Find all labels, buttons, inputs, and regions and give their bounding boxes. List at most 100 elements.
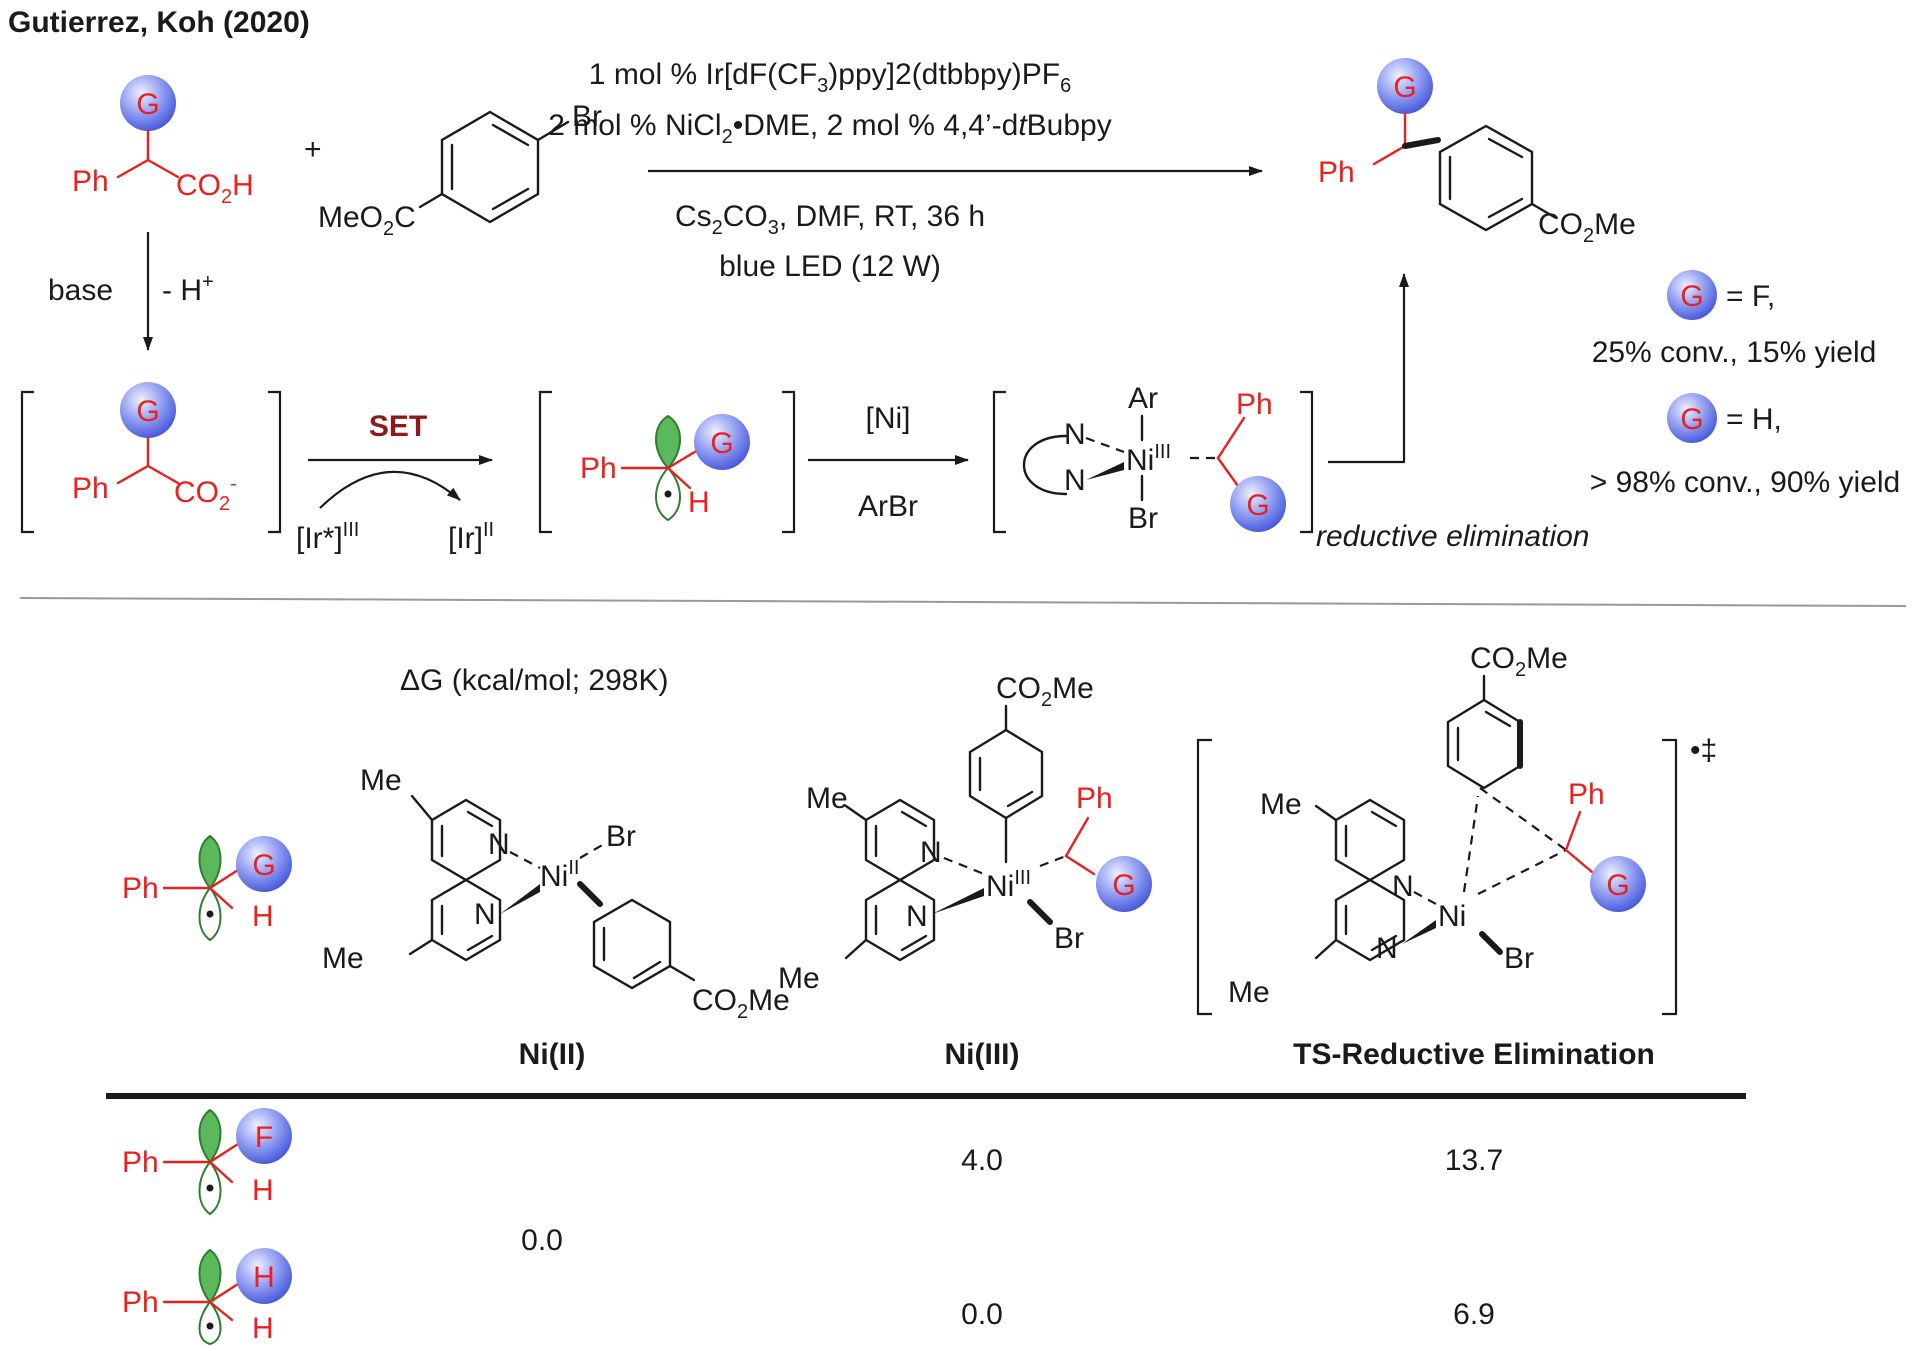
ts-label: TS-Reductive Elimination	[1293, 1038, 1655, 1071]
entry-f-eq: = F,	[1726, 280, 1775, 313]
ni2-n2: N	[474, 898, 496, 931]
ts-n1: N	[1392, 870, 1414, 903]
result-entry-h: G = H, > 98% conv., 90% yield	[1590, 393, 1900, 499]
condition-line-3: Cs2CO3, DMF, RT, 36 h	[675, 200, 985, 239]
reductive-elimination-label: reductive elimination	[1316, 520, 1589, 553]
table-row: Ph H H 0.0 6.9	[122, 1248, 1495, 1346]
row-ni3-value: 4.0	[961, 1144, 1003, 1177]
ts-ester: CO2Me	[1470, 642, 1568, 681]
ir-cycle-arrow	[319, 470, 461, 509]
ts-n2: N	[1376, 932, 1398, 965]
product-ester: CO2Me	[1538, 208, 1636, 247]
carboxylate-ph: Ph	[72, 472, 109, 505]
radical-h: H	[252, 900, 274, 933]
row-ts-value: 13.7	[1445, 1144, 1503, 1177]
g-label: G	[136, 395, 159, 428]
condition-line-1: 1 mol % Ir[dF(CF3)ppy]2(dtbbpy)PF6	[589, 58, 1071, 97]
row-ph: Ph	[122, 1146, 159, 1179]
ts-dagger: •‡	[1690, 734, 1717, 767]
aryl-ester: MeO2C	[318, 201, 416, 240]
row-substituent: F	[255, 1121, 273, 1154]
condition-line-4: blue LED (12 W)	[719, 250, 941, 283]
ni-label: [Ni]	[866, 402, 911, 435]
section-divider	[19, 597, 1907, 607]
g-label: G	[1112, 869, 1135, 902]
ni3-ph: Ph	[1076, 782, 1113, 815]
g-ball	[1096, 856, 1152, 912]
product-ph: Ph	[1318, 156, 1355, 189]
radical-ph: Ph	[122, 872, 159, 905]
set-label: SET	[369, 410, 427, 443]
table-row: Ph F H 4.0 13.7	[122, 1108, 1503, 1216]
ts-metal: Ni	[1438, 900, 1466, 933]
ni2-me2: Me	[322, 942, 364, 975]
citation: Gutierrez, Koh (2020)	[8, 6, 310, 39]
g-ball	[1667, 393, 1717, 443]
g-ball	[120, 75, 176, 131]
ni3-intermediate: N N NiIII Ar Br Ph G	[992, 382, 1314, 535]
ni3-ph: Ph	[1236, 388, 1273, 421]
aryl-br: Br	[572, 100, 602, 133]
ni3-metal: NiIII	[1126, 441, 1171, 477]
ni2-complex: Me Me N N NiII Br CO2Me Ni(II)	[322, 764, 790, 1071]
aryl-bromide-molecule: Br MeO2C	[318, 100, 602, 240]
ni2-shared-value: 0.0	[521, 1224, 563, 1257]
g-ball	[1667, 270, 1717, 320]
ni3-complex: CO2Me Me Me N N NiIII Ph G Br Ni(III)	[778, 672, 1152, 1071]
g-ball	[236, 1108, 292, 1164]
ni3-me2: Me	[778, 962, 820, 995]
substrate-acid: CO2H	[176, 169, 254, 208]
ni2-label: Ni(II)	[519, 1038, 586, 1071]
base-label: base	[48, 274, 113, 307]
energy-title: ΔG (kcal/mol; 298K)	[400, 664, 668, 697]
deprotonation-label: - H+	[162, 271, 214, 307]
ni3-n1: N	[920, 836, 942, 869]
plus-sign: +	[304, 133, 322, 166]
ni2-br: Br	[606, 820, 636, 853]
entry-h-eq: = H,	[1726, 403, 1782, 436]
g-ball	[1230, 476, 1286, 532]
ts-br: Br	[1504, 942, 1534, 975]
ts-ph: Ph	[1568, 778, 1605, 811]
product-molecule: G Ph CO2Me	[1318, 58, 1636, 247]
radical-h: H	[688, 486, 710, 519]
g-label: G	[1680, 280, 1703, 313]
ir-ii-label: [Ir]II	[448, 519, 494, 555]
g-ball	[236, 1248, 292, 1304]
g-label: G	[1680, 403, 1703, 436]
g-label: G	[710, 427, 733, 460]
g-ball	[1590, 856, 1646, 912]
ni2-ester: CO2Me	[692, 984, 790, 1023]
entry-f-stats: 25% conv., 15% yield	[1592, 336, 1877, 369]
energy-radical: Ph G H	[122, 834, 292, 942]
entry-h-stats: > 98% conv., 90% yield	[1590, 466, 1900, 499]
row-h: H	[252, 1312, 274, 1345]
g-label: G	[1606, 869, 1629, 902]
ni3-n2: N	[1064, 464, 1086, 497]
radical-intermediate: Ph G H	[538, 390, 796, 534]
ni3-n1: N	[1064, 418, 1086, 451]
g-label: G	[136, 88, 159, 121]
reductive-elimination-arrow	[1328, 273, 1409, 464]
ni3-ester: CO2Me	[996, 672, 1094, 711]
ni3-ar: Ar	[1128, 382, 1158, 415]
ts-me2: Me	[1228, 976, 1270, 1009]
carboxylate-intermediate: G Ph CO2-	[20, 382, 282, 534]
g-ball	[1377, 58, 1433, 114]
ni2-n1: N	[488, 828, 510, 861]
ts-complex: •‡ CO2Me Me Me N N Ni Ph G Br TS-Reducti…	[1196, 642, 1717, 1071]
ni3-label: Ni(III)	[945, 1038, 1020, 1071]
g-ball	[236, 836, 292, 892]
ni2-me1: Me	[360, 764, 402, 797]
substrate-ph: Ph	[72, 165, 109, 198]
ni3-br: Br	[1128, 502, 1158, 535]
ni3-metal: NiIII	[986, 867, 1031, 903]
radical-ph: Ph	[580, 452, 617, 485]
ni3-br: Br	[1054, 922, 1084, 955]
ir-star-label: [Ir*]III	[296, 519, 359, 555]
result-entry-f: G = F, 25% conv., 15% yield	[1592, 270, 1877, 369]
row-h: H	[252, 1174, 274, 1207]
g-label: G	[1246, 489, 1269, 522]
